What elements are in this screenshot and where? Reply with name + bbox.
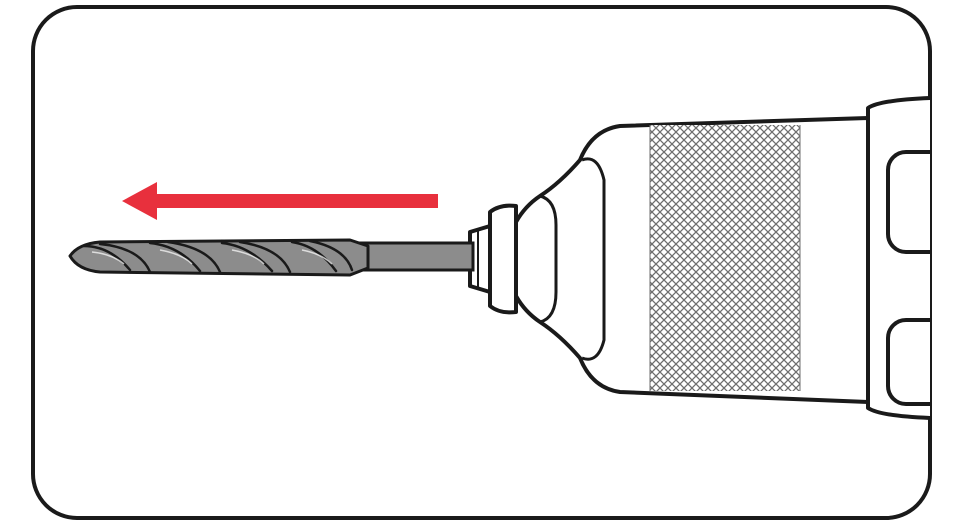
drill-chuck-icon <box>468 96 930 420</box>
drill-bit-icon <box>68 238 475 277</box>
left-arrow-icon <box>122 182 438 220</box>
